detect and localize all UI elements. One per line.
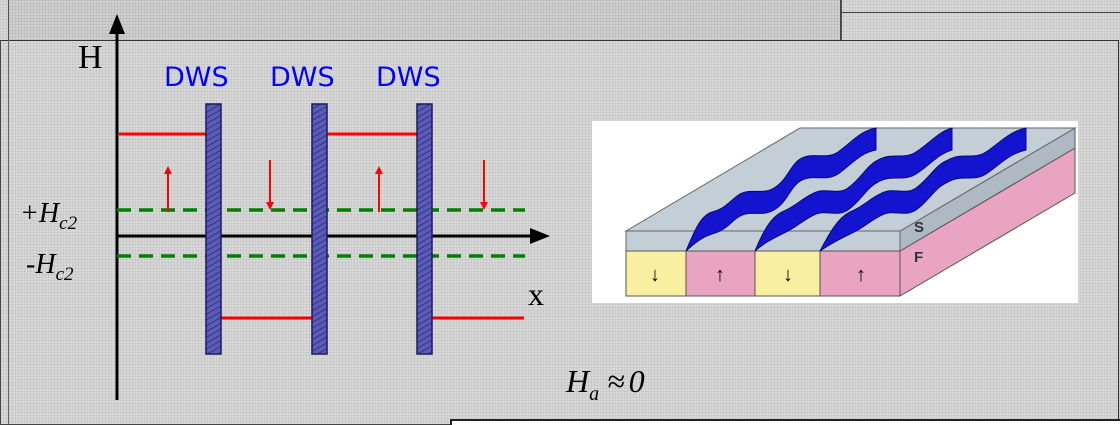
frame-edge [8,40,9,425]
domain-arrow: ↑ [856,264,866,286]
layer-label-s: S [914,219,924,236]
domain-arrow: ↓ [783,264,793,286]
y-axis-label: H [78,39,103,76]
dws-bar [311,103,328,355]
applied-field-label: Ha≈0 [565,363,645,405]
dws-stripe [819,127,1027,252]
x-axis-label: x [528,276,544,312]
bilayer-inset: ↓ ↑ ↓ ↑ S F [592,121,1078,303]
layer-label-f: F [914,249,923,266]
dws-label: DWS [376,62,441,93]
domain-yellow [754,250,821,297]
divider-line [840,0,841,40]
dws-label: DWS [270,62,335,93]
domain-pink [685,250,756,297]
dws-stripe [685,127,877,252]
level-label-minus: -Hc2 [26,249,74,285]
domain-pink [819,250,901,297]
divider-line [840,12,1120,13]
top-tab [8,0,842,41]
domain-arrow: ↑ [715,264,725,286]
domain-arrow: ↓ [650,264,660,286]
slide-frame [0,40,1119,424]
dws-bar [416,103,433,355]
frame-edge [0,40,1,425]
dws-bar [205,103,222,355]
y-axis-arrow [109,14,125,34]
dws-label: DWS [164,62,229,93]
level-label-plus: +Hc2 [20,198,78,234]
x-axis-arrow [530,228,550,244]
dws-stripe [754,127,953,252]
frame-box [450,419,1120,425]
